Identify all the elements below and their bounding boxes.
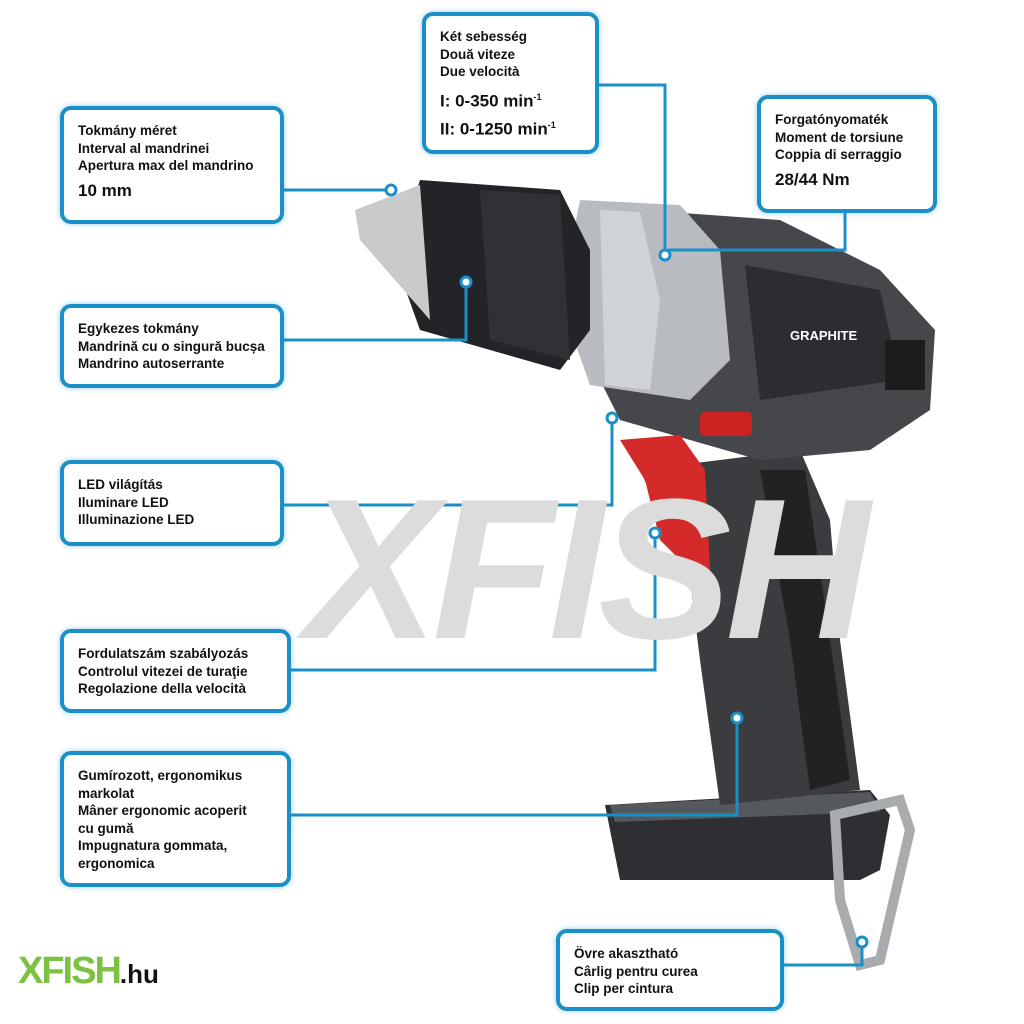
callout-text: Forgatónyomaték (775, 112, 889, 127)
callout-text: ergonomica (78, 855, 155, 871)
callout-text: Mandrină cu o singură bucșa (78, 338, 265, 354)
callout-chuck-size: Tokmány méret Interval al mandrinei Aper… (60, 106, 284, 224)
callout-text: Gumírozott, ergonomikus (78, 768, 243, 783)
exponent: -1 (547, 120, 556, 131)
callout-text: Controlul vitezei de turaţie (78, 663, 248, 679)
belt-clip (829, 794, 916, 972)
callout-belt-clip: Övre akasztható Cârlig pentru curea Clip… (556, 929, 784, 1011)
callout-text: Clip per cintura (574, 981, 674, 996)
callout-text: Iluminare LED (78, 494, 169, 510)
marker-grip (730, 711, 744, 725)
speed-1: I: 0-350 min (440, 91, 534, 111)
marker-keyless-chuck (459, 275, 473, 289)
callout-text: Mandrino autoserrante (78, 356, 225, 371)
callout-text: LED világítás (78, 477, 163, 492)
callout-text: Interval al mandrinei (78, 140, 210, 156)
callout-text: Tokmány méret (78, 123, 177, 138)
callout-text: cu gumă (78, 820, 134, 836)
callout-text: Mâner ergonomic acoperit (78, 803, 247, 818)
callout-text: Apertura max del mandrino (78, 158, 254, 173)
marker-trigger (648, 526, 662, 540)
logo-suffix: .hu (119, 959, 159, 989)
exponent: -1 (533, 91, 542, 102)
watermark: XFISH (305, 458, 870, 681)
drill-chuck-tip (355, 185, 430, 320)
marker-speed-torque (658, 248, 672, 262)
graphite-brand-label: GRAPHITE (790, 328, 858, 343)
callout-text: Două viteze (440, 46, 516, 62)
direction-switch (700, 412, 752, 436)
callout-text: Fordulatszám szabályozás (78, 646, 249, 661)
callout-text: Moment de torsiune (775, 129, 904, 145)
callout-grip: Gumírozott, ergonomikus markolat Mâner e… (60, 751, 291, 887)
callout-text: Cârlig pentru curea (574, 963, 698, 979)
marker-belt-clip (855, 935, 869, 949)
trigger (620, 435, 710, 570)
callout-text: Due velocità (440, 64, 520, 79)
speed-2: II: 0-1250 min (440, 119, 548, 139)
callout-text: Egykezes tokmány (78, 321, 199, 336)
callout-text: Két sebesség (440, 29, 528, 44)
callout-keyless-chuck: Egykezes tokmány Mandrină cu o singură b… (60, 304, 284, 388)
xfish-logo[interactable]: XFISH.hu (18, 950, 159, 993)
callout-value: II: 0-1250 min-1 (440, 113, 581, 142)
callout-text: Övre akasztható (574, 946, 679, 961)
connector-lines (283, 83, 864, 967)
callout-text: markolat (78, 785, 135, 801)
callout-text: Impugnatura gommata, (78, 838, 228, 853)
logo-name: XFISH (18, 950, 122, 992)
marker-led (605, 411, 619, 425)
callout-text: Coppia di serraggio (775, 147, 902, 162)
callout-value: I: 0-350 min-1 (440, 85, 581, 114)
callout-led: LED világítás Iluminare LED Illuminazion… (60, 460, 284, 546)
marker-chuck-size (384, 183, 398, 197)
callout-text: Illuminazione LED (78, 512, 195, 527)
callout-text: Regolazione della velocità (78, 681, 247, 696)
callout-torque: Forgatónyomaték Moment de torsiune Coppi… (757, 95, 937, 213)
callout-speeds: Két sebesség Două viteze Due velocità I:… (422, 12, 599, 154)
callout-value: 10 mm (78, 180, 132, 200)
callout-speed-control: Fordulatszám szabályozás Controlul vitez… (60, 629, 291, 713)
callout-value: 28/44 Nm (775, 169, 850, 189)
